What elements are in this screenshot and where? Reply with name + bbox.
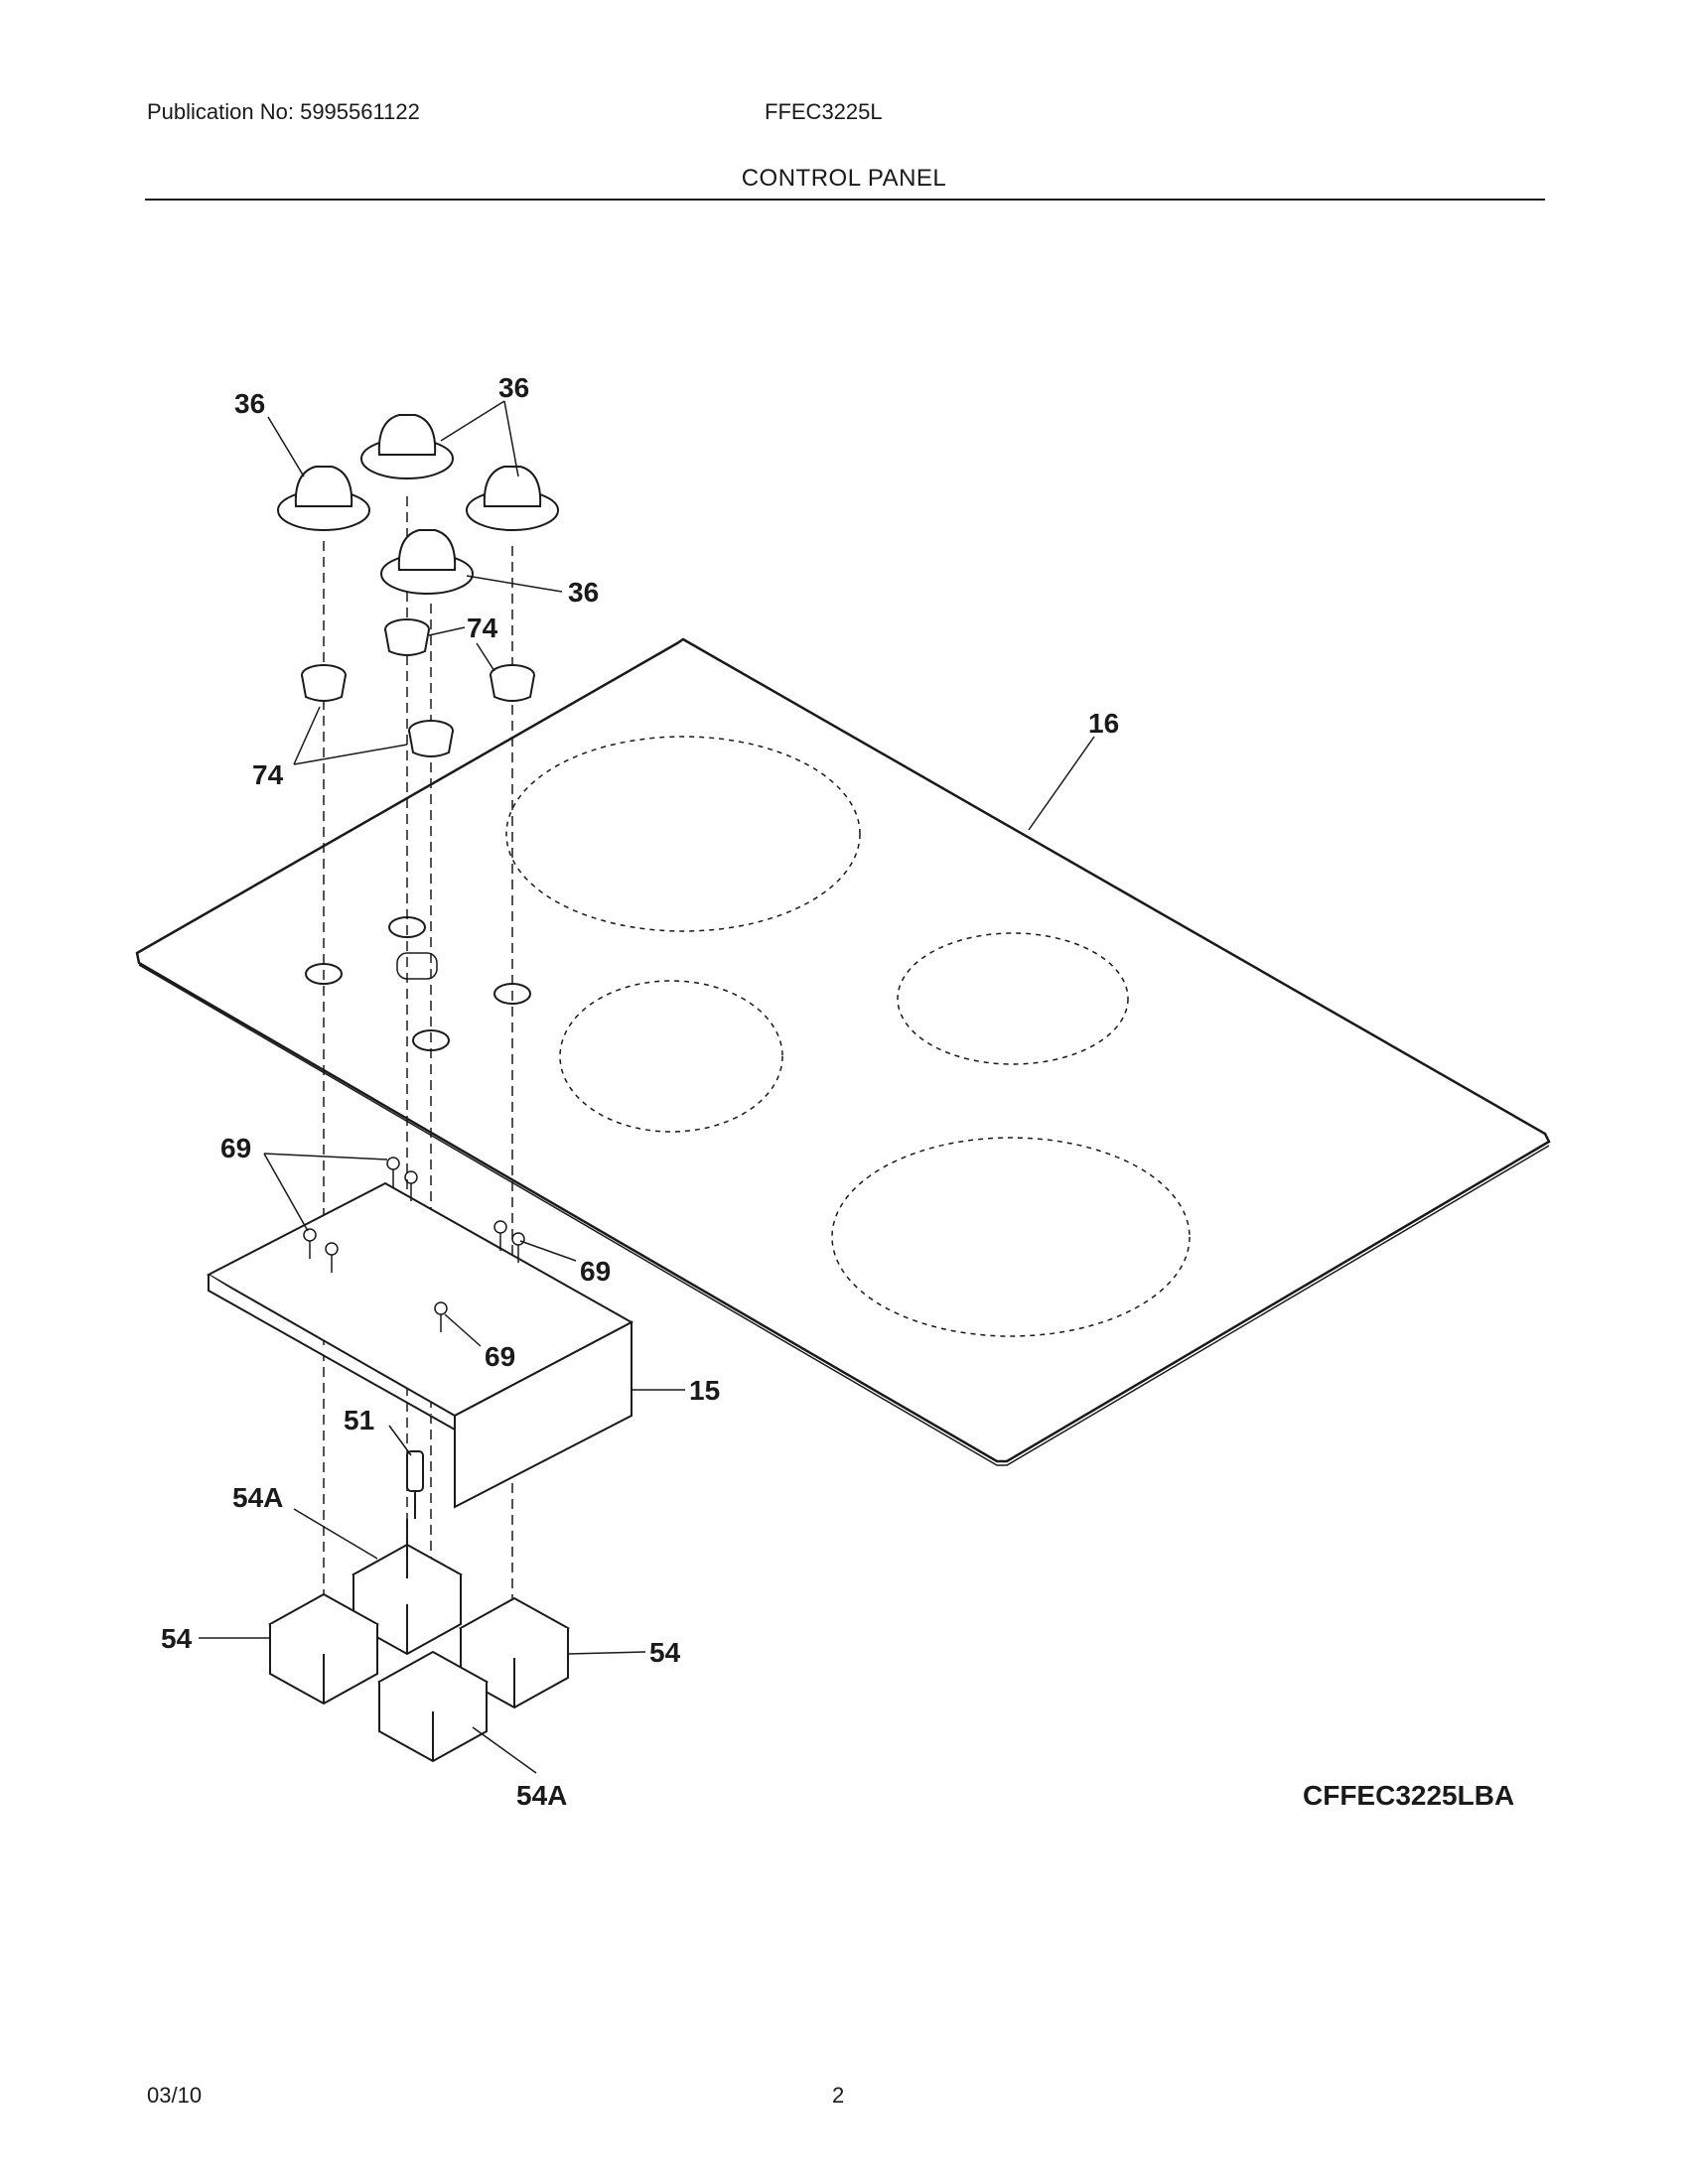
diagram-code: CFFEC3225LBA: [1303, 1780, 1514, 1811]
callout-bezel: 74: [467, 613, 498, 643]
callout-cooktop: 16: [1088, 708, 1119, 739]
knob: [277, 466, 370, 531]
callout-switch: 54A: [516, 1780, 567, 1811]
callout-switch: 54A: [232, 1482, 283, 1513]
publication-number: Publication No: 5995561122: [147, 99, 420, 124]
leader-lines: [199, 400, 1095, 1774]
callout-switch: 54: [161, 1623, 193, 1654]
infinite-switch: [376, 1650, 490, 1763]
page-number: 2: [832, 2083, 845, 2108]
cooktop-glass: [135, 637, 1551, 1466]
callout-screw: 69: [485, 1341, 515, 1372]
infinite-switch: [351, 1519, 464, 1656]
knob: [380, 529, 474, 595]
callout-screw: 69: [220, 1133, 251, 1163]
callout-indicator-light: 51: [344, 1405, 374, 1435]
callout-knob: 36: [498, 372, 529, 403]
bezel: [408, 720, 454, 757]
footer-date: 03/10: [147, 2083, 203, 2108]
model-number: FFEC3225L: [765, 99, 883, 124]
knob: [466, 466, 559, 531]
knob-holes: [305, 916, 531, 1051]
callout-bracket: 15: [689, 1375, 720, 1406]
burner-outlines: [505, 736, 1191, 1337]
bezel: [490, 664, 535, 702]
callout-screw: 69: [580, 1256, 611, 1287]
callout-knob: 36: [234, 388, 265, 419]
knob: [360, 414, 454, 479]
bezel: [384, 618, 430, 656]
header-rule: [145, 199, 1545, 201]
bezel: [301, 664, 347, 702]
callout-knob: 36: [568, 577, 599, 608]
callout-bezel: 74: [252, 759, 284, 790]
indicator-light: [406, 1450, 424, 1519]
screws: [303, 1157, 525, 1332]
infinite-switch: [267, 1592, 380, 1706]
section-title: CONTROL PANEL: [741, 165, 947, 192]
callout-switch: 54: [649, 1637, 681, 1668]
control-bracket: [206, 1181, 634, 1509]
